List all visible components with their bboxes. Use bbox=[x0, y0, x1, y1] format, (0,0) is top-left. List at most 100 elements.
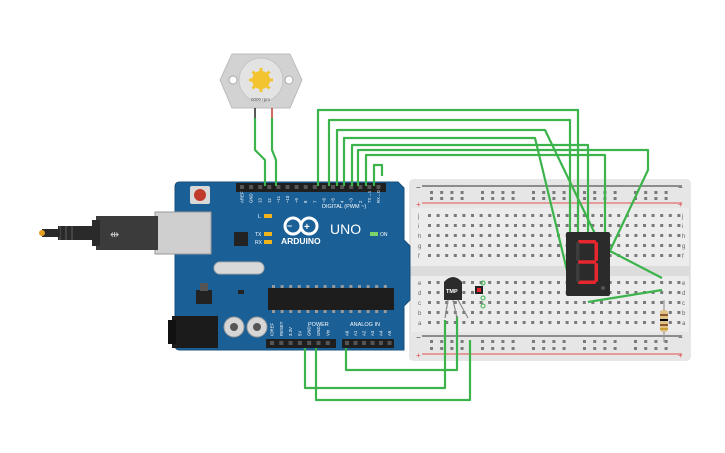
breadboard-hole[interactable] bbox=[496, 214, 500, 217]
analog-pin[interactable] bbox=[370, 341, 375, 345]
breadboard-hole[interactable] bbox=[582, 224, 586, 227]
breadboard-hole[interactable] bbox=[591, 301, 595, 304]
breadboard-hole[interactable] bbox=[617, 244, 621, 247]
breadboard-hole[interactable] bbox=[634, 214, 638, 217]
breadboard-hole[interactable] bbox=[445, 254, 449, 257]
wire-pin6-display[interactable] bbox=[335, 128, 599, 241]
breadboard-hole[interactable] bbox=[591, 321, 595, 324]
breadboard-hole[interactable] bbox=[522, 291, 526, 294]
breadboard-hole[interactable] bbox=[462, 214, 466, 217]
breadboard-hole[interactable] bbox=[557, 301, 560, 304]
breadboard-hole[interactable] bbox=[539, 224, 543, 227]
rail-hole[interactable] bbox=[664, 340, 668, 343]
power-pin[interactable] bbox=[316, 341, 321, 345]
breadboard-hole[interactable] bbox=[617, 214, 621, 217]
wire-pin2-display[interactable] bbox=[364, 153, 607, 240]
breadboard-hole[interactable] bbox=[496, 301, 500, 304]
breadboard-hole[interactable] bbox=[643, 254, 646, 257]
rail-hole[interactable] bbox=[501, 191, 505, 194]
breadboard-hole[interactable] bbox=[574, 224, 578, 227]
wire-pin3-display[interactable] bbox=[356, 148, 650, 256]
breadboard-hole[interactable] bbox=[548, 254, 552, 257]
breadboard-hole[interactable] bbox=[557, 214, 560, 217]
breadboard-hole[interactable] bbox=[436, 214, 440, 217]
breadboard-hole[interactable] bbox=[471, 301, 474, 304]
breadboard-hole[interactable] bbox=[479, 254, 483, 257]
breadboard-hole[interactable] bbox=[634, 321, 638, 324]
rail-hole[interactable] bbox=[440, 191, 444, 194]
breadboard-hole[interactable] bbox=[436, 244, 440, 247]
breadboard-hole[interactable] bbox=[505, 291, 509, 294]
breadboard-hole[interactable] bbox=[522, 281, 526, 284]
breadboard-hole[interactable] bbox=[462, 244, 466, 247]
breadboard-hole[interactable] bbox=[668, 291, 672, 294]
header-pin[interactable] bbox=[303, 185, 308, 189]
breadboard-hole[interactable] bbox=[608, 224, 612, 227]
rail-hole[interactable] bbox=[593, 197, 597, 200]
breadboard-hole[interactable] bbox=[625, 224, 629, 227]
header-pin[interactable] bbox=[376, 185, 381, 189]
breadboard-hole[interactable] bbox=[531, 244, 535, 247]
breadboard-hole[interactable] bbox=[668, 301, 672, 304]
rail-hole[interactable] bbox=[593, 191, 597, 194]
breadboard-hole[interactable] bbox=[600, 301, 603, 304]
breadboard-hole[interactable] bbox=[453, 301, 457, 304]
breadboard-hole[interactable] bbox=[496, 234, 500, 237]
breadboard-hole[interactable] bbox=[522, 224, 526, 227]
red-led-component[interactable] bbox=[475, 286, 483, 294]
breadboard-hole[interactable] bbox=[428, 224, 431, 227]
rail-hole[interactable] bbox=[613, 347, 617, 350]
breadboard-hole[interactable] bbox=[462, 321, 466, 324]
wire-motor-gnd[interactable] bbox=[253, 118, 267, 186]
rail-hole[interactable] bbox=[654, 347, 658, 350]
tmp36-sensor[interactable]: TMP bbox=[444, 277, 469, 319]
header-pin[interactable] bbox=[276, 185, 281, 189]
rail-hole[interactable] bbox=[644, 340, 648, 343]
rail-hole[interactable] bbox=[491, 191, 495, 194]
rail-hole[interactable] bbox=[430, 347, 433, 350]
breadboard-hole[interactable] bbox=[531, 224, 535, 227]
rail-hole[interactable] bbox=[532, 191, 535, 194]
rail-hole[interactable] bbox=[450, 340, 454, 343]
rail-hole[interactable] bbox=[440, 340, 444, 343]
breadboard-hole[interactable] bbox=[514, 281, 517, 284]
breadboard-hole[interactable] bbox=[539, 281, 543, 284]
breadboard-hole[interactable] bbox=[539, 244, 543, 247]
rail-hole[interactable] bbox=[460, 340, 464, 343]
breadboard-hole[interactable] bbox=[539, 214, 543, 217]
breadboard-hole[interactable] bbox=[445, 311, 449, 314]
breadboard-hole[interactable] bbox=[505, 311, 509, 314]
rail-hole[interactable] bbox=[430, 340, 433, 343]
breadboard-hole[interactable] bbox=[505, 224, 509, 227]
breadboard-hole[interactable] bbox=[651, 234, 655, 237]
breadboard-hole[interactable] bbox=[548, 301, 552, 304]
rail-hole[interactable] bbox=[562, 347, 566, 350]
breadboard-hole[interactable] bbox=[557, 224, 560, 227]
breadboard-hole[interactable] bbox=[488, 224, 492, 227]
breadboard-hole[interactable] bbox=[643, 234, 646, 237]
breadboard-hole[interactable] bbox=[643, 281, 646, 284]
breadboard-hole[interactable] bbox=[548, 311, 552, 314]
breadboard-hole[interactable] bbox=[514, 224, 517, 227]
breadboard-hole[interactable] bbox=[462, 291, 466, 294]
breadboard-hole[interactable] bbox=[582, 321, 586, 324]
breadboard-hole[interactable] bbox=[531, 234, 535, 237]
breadboard-hole[interactable] bbox=[617, 311, 621, 314]
seven-segment-display[interactable]: 3 bbox=[0, 0, 610, 296]
breadboard-hole[interactable] bbox=[660, 214, 664, 217]
breadboard-hole[interactable] bbox=[548, 281, 552, 284]
breadboard-hole[interactable] bbox=[453, 234, 457, 237]
breadboard-hole[interactable] bbox=[479, 234, 483, 237]
breadboard-hole[interactable] bbox=[651, 321, 655, 324]
breadboard-hole[interactable] bbox=[445, 234, 449, 237]
breadboard-hole[interactable] bbox=[453, 244, 457, 247]
rail-hole[interactable] bbox=[644, 347, 648, 350]
wire-pin8-display[interactable] bbox=[316, 108, 580, 240]
rail-hole[interactable] bbox=[654, 197, 658, 200]
breadboard-hole[interactable] bbox=[436, 311, 440, 314]
rail-hole[interactable] bbox=[460, 347, 464, 350]
breadboard-hole[interactable] bbox=[548, 321, 552, 324]
breadboard-hole[interactable] bbox=[539, 301, 543, 304]
breadboard-hole[interactable] bbox=[677, 311, 681, 314]
